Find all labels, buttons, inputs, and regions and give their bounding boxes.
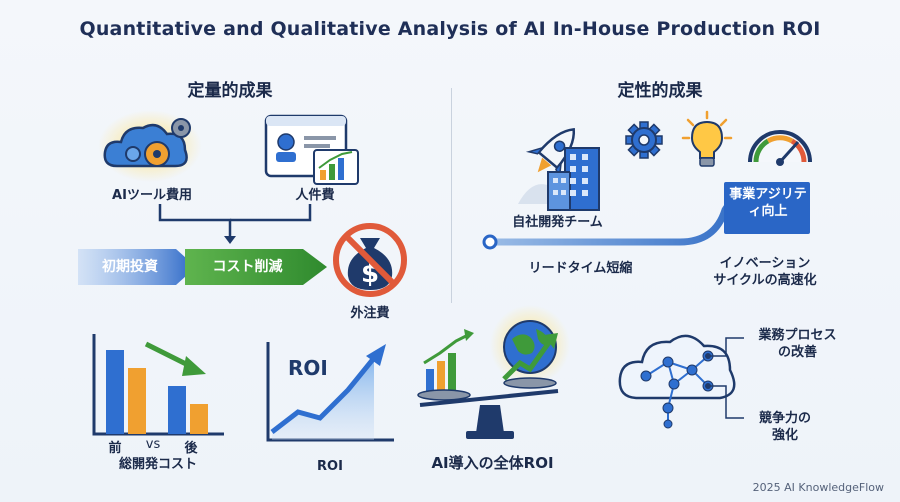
bar-before-2 [128,368,146,434]
competitiveness-label: 競争力の 強化 [740,410,830,444]
after-label: 後 [184,441,198,456]
before-label: 前 [108,441,122,456]
section-divider [451,88,452,303]
money-bag-prohibited-icon: $ [333,223,407,297]
total-dev-cost-label: 総開発コスト [118,457,197,472]
bar-before-1 [106,350,124,434]
roi-chart-label: ROI [288,356,328,380]
cost-reduction-arrow [185,249,327,285]
bar-after-1 [168,386,186,434]
page-title: Quantitative and Qualitative Analysis of… [79,18,821,40]
process-line-1: 業務プロセス [758,328,837,343]
agility-label: 事業アジリテ ィ向上 [722,186,814,220]
personnel-cost-label: 人件費 [295,188,335,203]
agility-line-1: 事業アジリテ [729,187,807,202]
cost-reduction-label: コスト削減 [212,259,283,275]
qualitative-heading: 定性的成果 [617,81,703,101]
inhouse-team-label: 自社開発チーム [512,215,603,230]
bar-after-2 [190,404,208,434]
lead-time-label: リードタイム短縮 [528,261,633,276]
timeline-curve-arrow [482,182,810,250]
balance-scale-globe-icon [417,305,570,439]
roi-growth-chart [266,342,394,442]
roi-caption: ROI [317,459,343,474]
footer-credit: 2025 AI KnowledgeFlow [752,481,884,494]
innovation-line-1: イノベーション [719,256,811,271]
gear-icon [625,121,663,159]
initial-investment-label: 初期投資 [102,259,158,275]
innovation-line-2: サイクルの高速化 [713,273,817,288]
competitiveness-line-2: 強化 [771,428,798,443]
callout-lines [705,337,744,419]
initial-investment-arrow [78,249,196,285]
agility-line-2: ィ向上 [748,204,788,219]
process-improvement-label: 業務プロセス の改善 [745,327,850,361]
outsourcing-cost-label: 外注費 [350,306,390,321]
process-line-2: の改善 [777,345,817,360]
innovation-label: イノベーション サイクルの高速化 [690,255,840,289]
vs-label: vs [145,437,161,452]
personnel-card-icon [264,114,359,185]
ai-tool-cost-label: AIツール費用 [112,188,192,203]
total-dev-cost-chart [92,334,224,436]
rocket-building-icon [518,128,600,211]
cloud-network-icon [618,334,736,429]
overall-roi-label: AI導入の全体ROI [431,454,554,472]
competitiveness-line-1: 競争力の [758,411,811,426]
light-bulb-icon [681,110,733,167]
merge-connector [158,204,312,244]
speedometer-icon [748,130,812,166]
quantitative-heading: 定量的成果 [187,81,273,101]
ai-tool-cloud-gear-icon [98,110,202,182]
